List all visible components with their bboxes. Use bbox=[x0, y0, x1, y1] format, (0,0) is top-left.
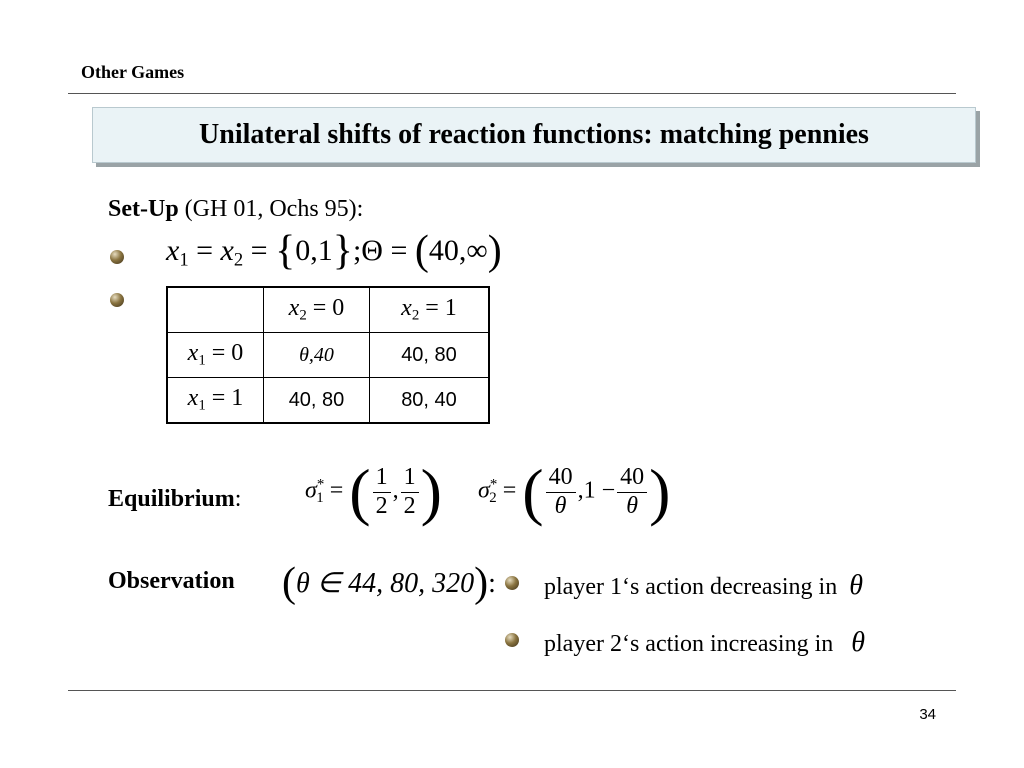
table-cell: 80, 40 bbox=[369, 377, 490, 424]
bullet-icon bbox=[110, 293, 124, 307]
table-row: x1 = 1 40, 80 80, 40 bbox=[166, 377, 490, 424]
table-cell: θ,40 bbox=[263, 332, 370, 378]
table-row: x2 = 0 x2 = 1 bbox=[166, 286, 490, 333]
observation-label: Observation bbox=[108, 568, 235, 594]
section-title: Other Games bbox=[81, 62, 185, 82]
row-header: x1 = 1 bbox=[166, 377, 264, 424]
page-number: 34 bbox=[919, 706, 936, 723]
table-row: x1 = 0 θ,40 40, 80 bbox=[166, 332, 490, 378]
observation-item: player 1‘s action decreasing in θ bbox=[544, 570, 863, 601]
equilibrium-line: Equilibrium: bbox=[108, 486, 242, 512]
slide-title: Unilateral shifts of reaction functions:… bbox=[199, 119, 869, 150]
header-rule bbox=[68, 93, 956, 94]
bullet-icon bbox=[505, 576, 519, 590]
observation-condition: (θ ∈ 44, 80, 320): bbox=[282, 560, 496, 606]
row-header: x1 = 0 bbox=[166, 332, 264, 378]
footer-rule bbox=[68, 690, 956, 691]
title-box: Unilateral shifts of reaction functions:… bbox=[92, 107, 976, 163]
bullet-icon bbox=[505, 633, 519, 647]
col-header: x2 = 1 bbox=[369, 286, 490, 333]
observation-item: player 2‘s action increasing in θ bbox=[544, 627, 865, 658]
payoff-table: x2 = 0 x2 = 1 x1 = 0 θ,40 40, 80 x1 = 1 … bbox=[166, 286, 490, 424]
equilibrium-label: Equilibrium bbox=[108, 486, 235, 512]
setup-line: Set-Up (GH 01, Ochs 95): bbox=[108, 196, 363, 223]
strategy-sets-formula: x1 = x2 = {0,1};Θ = (40,∞) bbox=[166, 228, 502, 274]
table-cell: 40, 80 bbox=[263, 377, 370, 424]
bullet-icon bbox=[110, 250, 124, 264]
table-cell: 40, 80 bbox=[369, 332, 490, 378]
setup-refs: (GH 01, Ochs 95): bbox=[178, 196, 364, 222]
setup-label: Set-Up bbox=[108, 196, 179, 222]
col-header: x2 = 0 bbox=[263, 286, 370, 333]
table-corner bbox=[166, 286, 264, 333]
